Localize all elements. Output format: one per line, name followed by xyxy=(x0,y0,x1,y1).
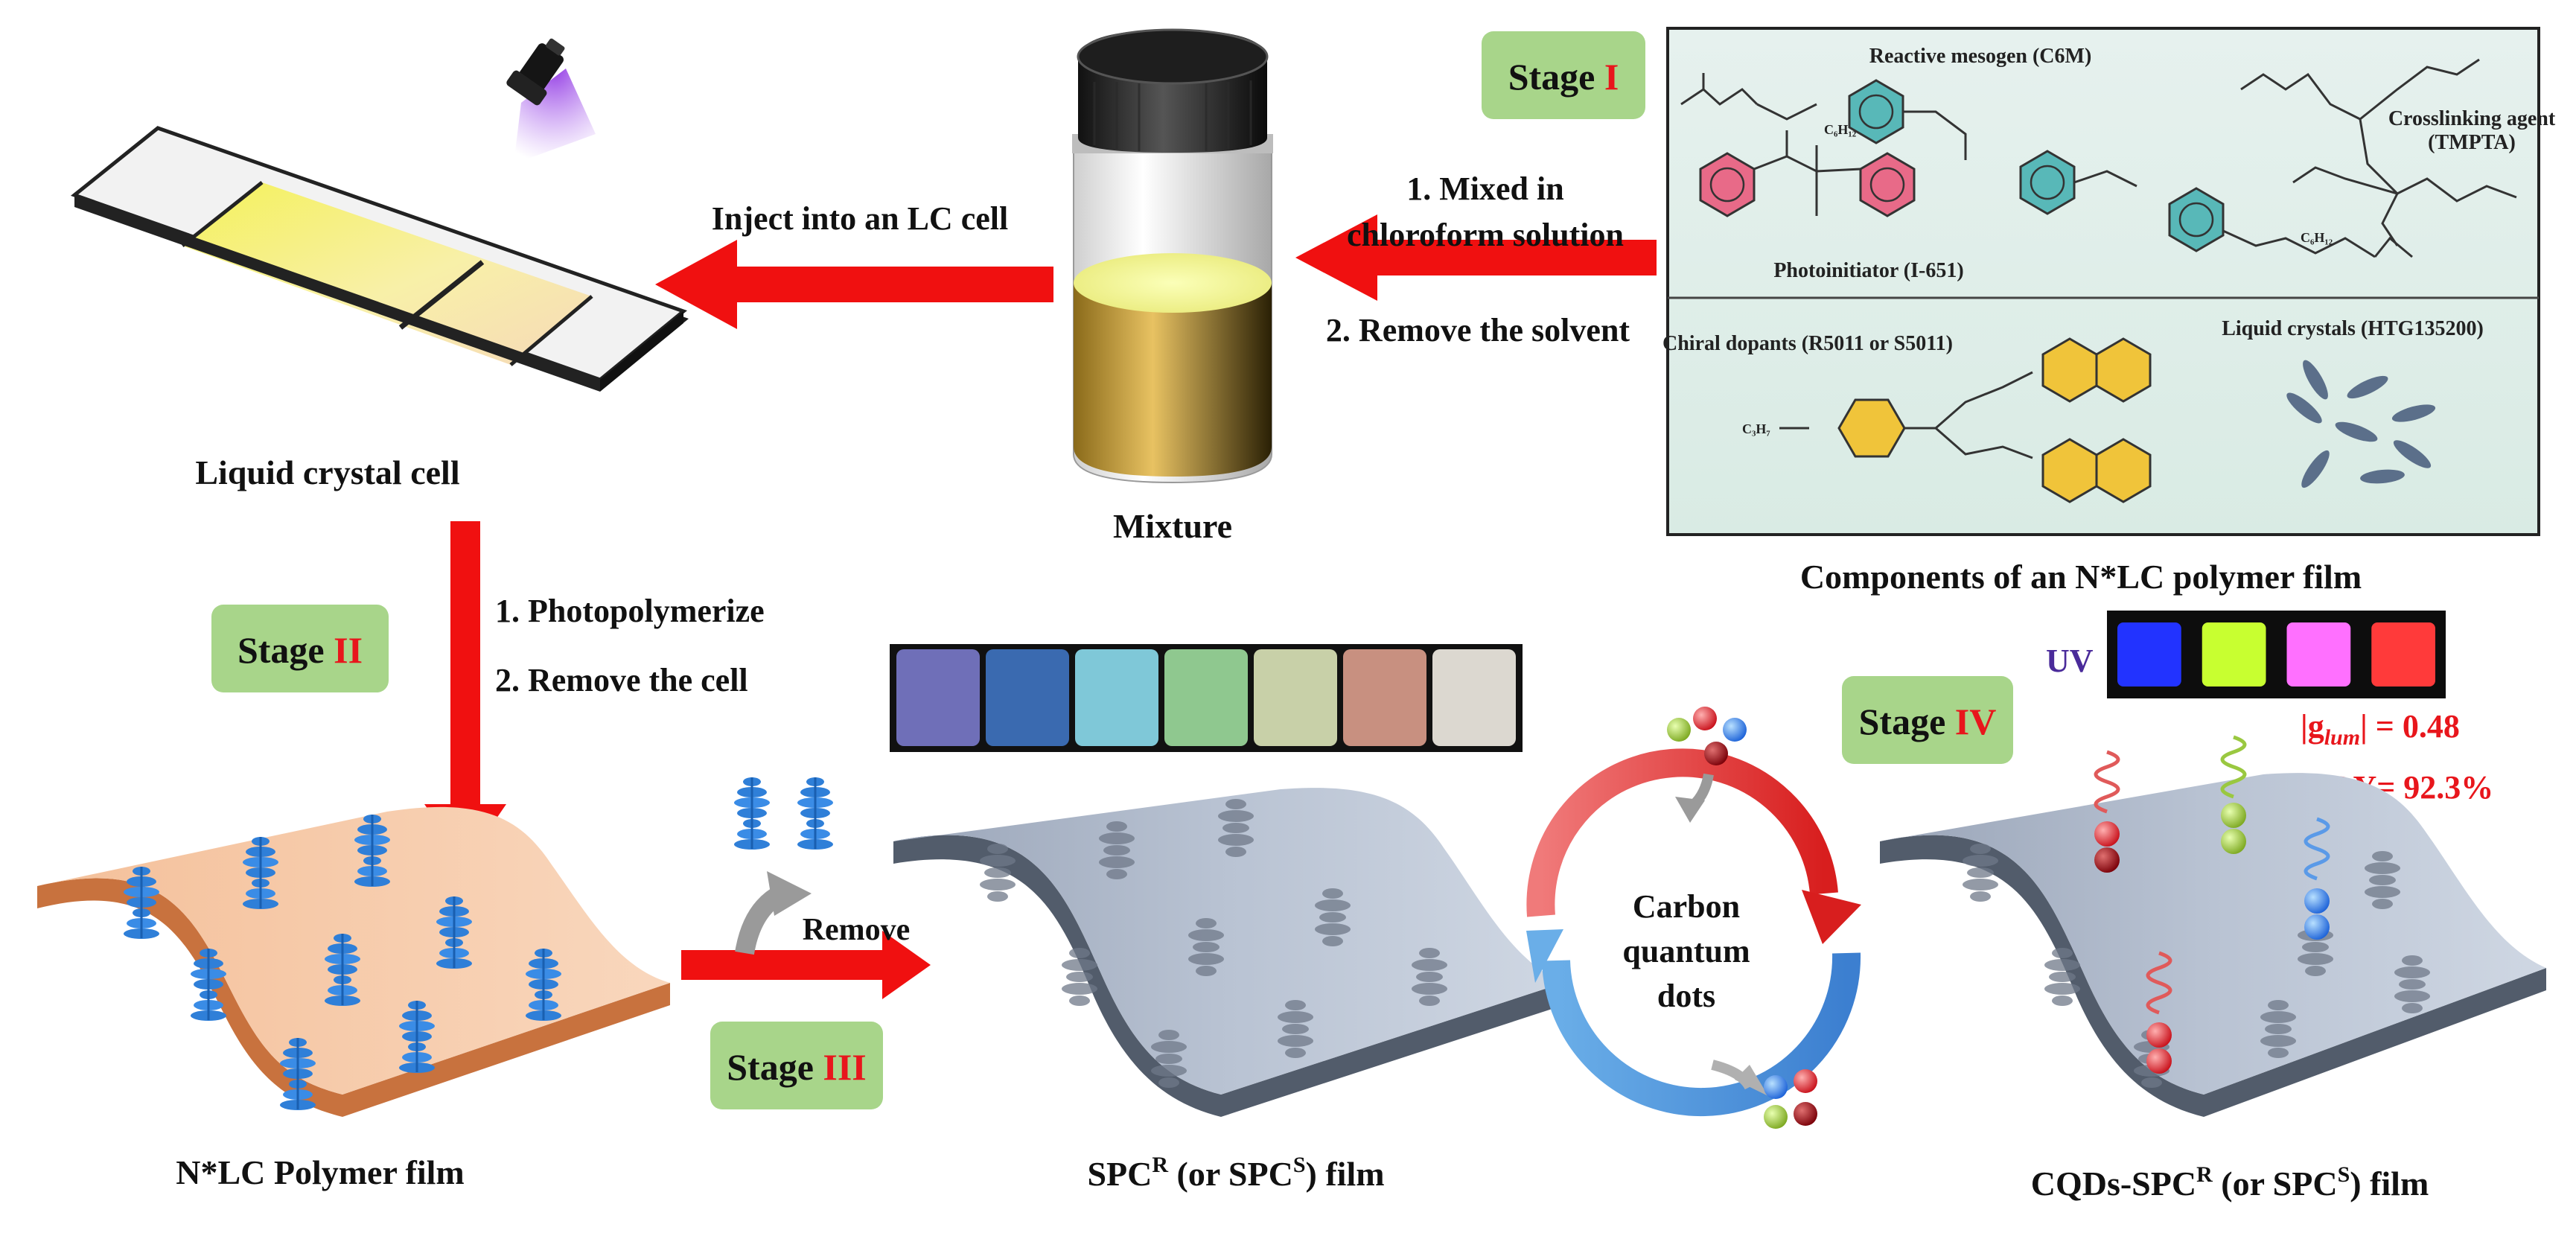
mixture-label: Mixture xyxy=(1113,507,1232,545)
c3h7-label: C₃H₇ xyxy=(1742,421,1770,436)
carbon-label-3: dots xyxy=(1657,978,1715,1014)
photoinitiator-label: Photoinitiator (I-651) xyxy=(1773,259,1963,282)
uv-photo-1 xyxy=(2117,622,2181,687)
film-photo-1 xyxy=(896,649,980,746)
arrow-mixing: 1. Mixed in chloroform solution 2. Remov… xyxy=(1295,171,1657,348)
nlc-polymer-film: N*LC Polymer film xyxy=(37,806,670,1191)
lc-cell-label: Liquid crystal cell xyxy=(195,453,459,491)
remove-cell-label: 2. Remove the cell xyxy=(495,662,748,698)
stage-4-badge: Stage IV xyxy=(1842,676,2013,764)
mixture-jar: Mixture xyxy=(1072,28,1273,545)
carbon-label-2: quantum xyxy=(1622,933,1750,969)
carbon-quantum-dots-cycle: Carbon quantum dots xyxy=(1526,707,1861,1129)
film-photo-2 xyxy=(986,649,1069,746)
arrow-remove: Remove xyxy=(681,776,931,999)
cqds-film-label: CQDs-SPCR (or SPCS) film xyxy=(2031,1162,2429,1202)
crosslinker-label-2: (TMPTA) xyxy=(2428,131,2516,154)
reactive-mesogen-label: Reactive mesogen (C6M) xyxy=(1869,45,2092,68)
remove-label: Remove xyxy=(803,913,911,947)
uv-label: UV xyxy=(2046,643,2094,679)
film-photo-5 xyxy=(1254,649,1337,746)
components-panel: Reactive mesogen (C6M) C₆H₁₂ C₆H₁₂ Photo… xyxy=(1662,27,2556,536)
crosslinker-label-1: Crosslinking agent xyxy=(2388,107,2556,130)
photoinitiator-structure xyxy=(1699,130,1916,217)
c6h12-label-1: C₆H₁₂ xyxy=(1824,122,1856,137)
liquid-crystals-label: Liquid crystals (HTG135200) xyxy=(2222,317,2484,340)
uv-lamp-icon xyxy=(506,38,596,164)
cqds-spc-film: CQDs-SPCR (or SPCS) film xyxy=(1880,735,2546,1202)
spc-film-label: SPCR (or SPCS) film xyxy=(1087,1153,1384,1193)
svg-text:Stage II: Stage II xyxy=(237,629,363,671)
liquid-crystal-molecules xyxy=(2286,360,2436,488)
cqd-cluster-bottom xyxy=(1711,1060,1817,1129)
glum-value: |glum| = 0.48 xyxy=(2301,708,2460,750)
stage-3-badge: Stage III xyxy=(710,1022,883,1109)
arrow-inject: Inject into an LC cell xyxy=(655,200,1053,329)
stage-1-badge: Stage I xyxy=(1482,31,1645,119)
liquid-crystal-cell: Liquid crystal cell xyxy=(70,38,689,491)
c6h12-label-2: C₆H₁₂ xyxy=(2301,230,2333,245)
spc-film: SPCR (or SPCS) film xyxy=(893,788,1563,1193)
chiral-dopant-structure xyxy=(1779,337,2152,503)
uv-photo-3 xyxy=(2286,622,2351,687)
emitting-helix-red xyxy=(2094,750,2120,873)
cqd-cluster-top xyxy=(1667,707,1747,823)
film-photo-3 xyxy=(1075,649,1158,746)
film-photo-7 xyxy=(1432,649,1516,746)
crosslinker-structure xyxy=(2240,58,2517,246)
mix-step1-label: 1. Mixed in xyxy=(1406,171,1563,207)
film-photo-4 xyxy=(1164,649,1248,746)
uv-photo-4 xyxy=(2371,622,2435,687)
chiral-dopants-label: Chiral dopants (R5011 or S5011) xyxy=(1662,332,1953,355)
nlc-film-label: N*LC Polymer film xyxy=(176,1153,465,1191)
uv-photo-strip xyxy=(2107,611,2446,698)
emitting-helix-green xyxy=(2220,735,2247,854)
spc-photo-strip xyxy=(890,644,1523,752)
components-title: Components of an N*LC polymer film xyxy=(1800,558,2362,596)
film-photo-6 xyxy=(1343,649,1426,746)
reactive-mesogen-structure xyxy=(1680,73,2413,258)
svg-text:Stage III: Stage III xyxy=(727,1046,867,1088)
mix-step1b-label: chloroform solution xyxy=(1347,217,1624,253)
svg-text:Stage I: Stage I xyxy=(1508,56,1619,98)
carbon-label-1: Carbon xyxy=(1633,888,1740,925)
mix-step2-label: 2. Remove the solvent xyxy=(1326,312,1630,348)
photopolymerize-label: 1. Photopolymerize xyxy=(495,593,765,629)
uv-photo-2 xyxy=(2202,622,2266,687)
emitting-helix-red-2 xyxy=(2146,951,2172,1074)
inject-label: Inject into an LC cell xyxy=(712,200,1008,237)
svg-text:Stage IV: Stage IV xyxy=(1859,701,1997,742)
stage-2-badge: Stage II xyxy=(211,605,389,692)
arrow-photopolymerize: 1. Photopolymerize 2. Remove the cell xyxy=(424,521,765,864)
emitting-helix-blue xyxy=(2304,817,2330,940)
